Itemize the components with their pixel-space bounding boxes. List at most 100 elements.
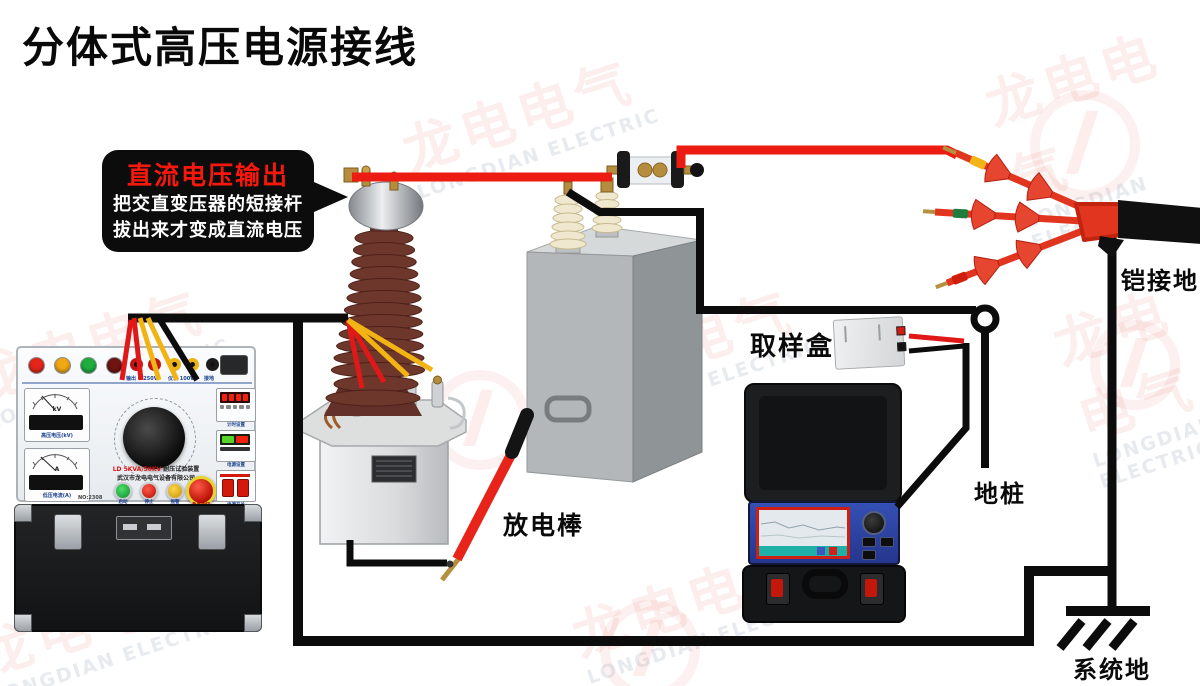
serial-number: NO:2308 xyxy=(78,495,103,501)
breaker-rocker xyxy=(237,479,249,497)
model-number: LD 5KVA/50KV xyxy=(112,466,162,473)
case-corner xyxy=(14,504,32,522)
output-jack-red xyxy=(148,358,161,371)
meter-scale xyxy=(32,454,78,471)
watermark: 龙电电气 LONGDIAN ELECTRIC xyxy=(391,33,662,204)
capacitor-to-stake-wire xyxy=(565,188,976,314)
watermark: 龙电电气 LONGDIAN ELECTRIC xyxy=(1043,265,1200,493)
timer-buttons xyxy=(220,405,251,409)
timer-display xyxy=(220,392,250,403)
case-latch-red xyxy=(860,573,884,605)
alarm-button: 报警 xyxy=(166,482,184,505)
model-suffix: 耐压试验装置 xyxy=(163,466,200,473)
capacitor-bushing-right xyxy=(591,191,623,233)
sampling-red-lead xyxy=(908,333,965,344)
label-system-ground: 系统地 xyxy=(1073,656,1151,684)
instrument-lid xyxy=(744,383,902,503)
meter-jack-yellow xyxy=(186,358,199,371)
termination-phase-c xyxy=(935,225,1091,290)
case-corner xyxy=(244,614,262,632)
case-latch xyxy=(54,514,82,550)
watermark-logo-icon xyxy=(1090,320,1180,410)
jack-label-meter: 仪表 100V xyxy=(168,376,195,382)
watermark-logo-icon xyxy=(600,600,700,686)
hv-red-wiring xyxy=(343,145,960,183)
indicator-lamp-green xyxy=(80,357,97,374)
termination-junction xyxy=(1074,202,1130,242)
label-sampling-box: 取样盒 xyxy=(750,332,835,362)
meter-label: 高压电压(kV) xyxy=(41,433,73,439)
meter-unit: kV xyxy=(52,406,62,413)
control-console: 输出 0-250V 仪表 100V 接地 kV 高压电压(kV) xyxy=(14,344,262,634)
power-display xyxy=(220,434,250,445)
instrument-button xyxy=(862,550,876,560)
instrument-screen xyxy=(756,507,850,559)
power-switch-breaker: 电源开关 xyxy=(216,470,256,508)
callout-heading: 直流电压输出 xyxy=(126,161,289,190)
watermark-cn: 龙电电气 xyxy=(978,22,1169,214)
case-corner xyxy=(244,504,262,522)
alarm-button-label: 报警 xyxy=(170,500,180,505)
watermark-en: LONGDIAN ELECTRIC xyxy=(1090,411,1200,494)
hv-capacitor xyxy=(526,177,703,483)
lv-terminal-standoffs xyxy=(350,375,444,417)
callout-line2: 拔出来才变成直流电压 xyxy=(113,220,303,241)
sbox-marking xyxy=(844,326,847,343)
case-corner xyxy=(14,614,32,632)
start-button-label: 启动 xyxy=(118,500,128,505)
dc-output-callout: 直流电压输出 把交直变压器的短接杆 拔出来才变成直流电压 xyxy=(102,150,348,252)
case-latch-red xyxy=(766,573,790,605)
indicator-lamp-yellow xyxy=(54,357,71,374)
voltage-regulator-knob xyxy=(123,407,185,469)
console-flight-case xyxy=(14,504,262,632)
termination-phase-a xyxy=(942,145,1095,217)
hv-bushing-sheds xyxy=(325,230,426,407)
breaker-rocker xyxy=(222,479,234,497)
model-text: LD 5KVA/50KV 耐压试验装置 xyxy=(96,464,216,473)
panel-divider xyxy=(22,382,252,384)
timer-module: 计时设置 xyxy=(216,388,256,428)
meter-unit: A xyxy=(54,466,60,473)
timer-module-label: 计时设置 xyxy=(227,423,245,428)
lv-ammeter: A 低压电流(A) xyxy=(24,448,90,502)
sbox-terminal-red xyxy=(896,326,906,336)
output-jack-red xyxy=(130,358,143,371)
discharge-rod xyxy=(440,408,534,582)
watermark: 龙电电气 LONGDIAN ELECTRIC xyxy=(974,4,1200,254)
ac-power-inlet xyxy=(220,355,248,375)
system-ground-symbol xyxy=(1056,606,1150,651)
watermark-logo-icon xyxy=(430,370,530,470)
case-nameplate xyxy=(116,516,172,540)
case-latch xyxy=(198,514,226,550)
power-buttons xyxy=(220,447,250,451)
protection-ball-gap xyxy=(606,151,704,188)
page-title: 分体式高压电源接线 xyxy=(22,23,419,72)
ground-jack-black xyxy=(206,358,219,371)
watermark-cn: 龙电电气 xyxy=(395,49,643,184)
console-panel: 输出 0-250V 仪表 100V 接地 kV 高压电压(kV) xyxy=(16,346,256,508)
voltage-regulator-dial-ring xyxy=(114,398,196,480)
capacitor-handle xyxy=(544,395,592,423)
gap-to-cable-wire xyxy=(676,145,960,168)
power-module-label: 电源设置 xyxy=(227,463,245,468)
armored-cable xyxy=(1118,200,1200,244)
indicator-lamp-red xyxy=(28,357,45,374)
lid-inner xyxy=(759,396,887,490)
sampling-black-lead xyxy=(908,343,965,354)
meter-scale xyxy=(32,394,78,411)
discharge-rod-ground-wire xyxy=(346,540,447,567)
stop-button: 停止 xyxy=(140,482,158,505)
stop-button-label: 停止 xyxy=(144,500,154,505)
cable-armor-tail xyxy=(1098,236,1124,258)
instrument-button xyxy=(880,537,894,547)
instrument-panel xyxy=(748,501,900,565)
indicator-lamp-dark xyxy=(106,357,123,374)
start-button: 启动 xyxy=(114,482,132,505)
label-discharge-rod: 放电棒 xyxy=(503,511,585,540)
partial-discharge-tester xyxy=(742,383,910,623)
meter-label: 低压电流(A) xyxy=(42,493,72,499)
jack-label-ground: 接地 xyxy=(204,376,215,382)
waveform-plot xyxy=(759,521,847,556)
sbox-terminal-black xyxy=(897,342,907,352)
